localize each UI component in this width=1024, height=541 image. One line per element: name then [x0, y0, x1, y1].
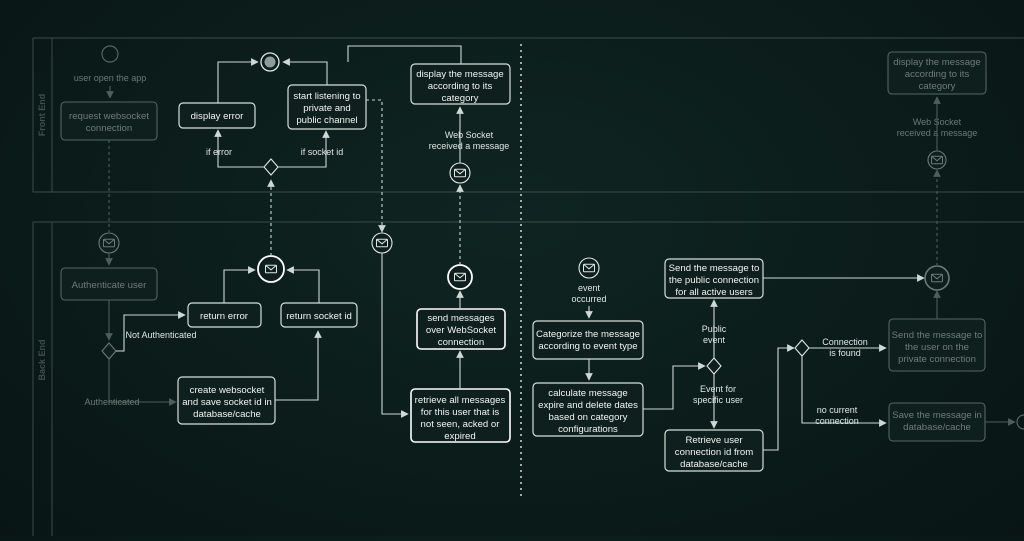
create-websocket-line2: and save socket id in	[182, 397, 272, 408]
send-public-line2: the public connection	[669, 275, 759, 286]
send-over-ws-line1: send messages	[427, 313, 494, 324]
decision-diamond-icon	[263, 158, 279, 176]
create-websocket-line3: database/cache	[193, 409, 261, 420]
request-websocket-line2: connection	[86, 123, 132, 134]
public-event-line2: event	[703, 335, 726, 345]
categorize-line2: according to event type	[538, 341, 637, 352]
conn-found-line2: is found	[829, 348, 861, 358]
no-conn-line2: connection	[815, 416, 859, 426]
end-circle-icon	[1016, 414, 1024, 430]
retrieve-conn-line1: Retrieve user	[685, 435, 743, 446]
calculate-line3: based on category	[549, 412, 628, 423]
start-listening-line1: start listening to	[293, 91, 360, 102]
save-message-line2: database/cache	[903, 422, 971, 433]
no-conn-line1: no current	[817, 405, 858, 415]
return-socket-id-label: return socket id	[286, 311, 352, 322]
send-over-ws-line2: over WebSocket	[426, 325, 497, 336]
display-message-node[interactable]	[410, 63, 511, 105]
ws-received-line1: Web Socket	[445, 130, 494, 140]
envelope-icon	[447, 264, 473, 290]
authenticate-user-label: Authenticate user	[72, 280, 147, 291]
display-message-line3: category	[442, 93, 479, 104]
user-open-app-label: user open the app	[74, 73, 147, 83]
start-listening-line3: public channel	[296, 115, 357, 126]
calculate-line1: calculate message	[548, 388, 627, 399]
return-error-label: return error	[200, 311, 249, 322]
send-public-line3: for all active users	[675, 287, 753, 298]
retrieve-all-line1: retrieve all messages	[415, 395, 506, 406]
save-message-line1: Save the message in	[892, 410, 982, 421]
decision-diamond-icon	[794, 339, 810, 357]
display-error-label: display error	[191, 111, 245, 122]
send-private-line3: private connection	[898, 354, 976, 365]
send-over-ws-line3: connection	[438, 337, 484, 348]
ws-received-line2: received a message	[429, 141, 510, 151]
send-over-websocket-node[interactable]	[416, 308, 506, 350]
start-circle-icon	[101, 45, 119, 63]
request-websocket-line1: request websocket	[69, 111, 149, 122]
event-occurred-line1: event	[578, 283, 601, 293]
if-error-label: if error	[206, 147, 232, 157]
conn-found-line1: Connection	[822, 337, 868, 347]
calculate-line2: expire and delete dates	[538, 400, 638, 411]
display-message-right-line3: category	[919, 81, 956, 92]
end-circle-icon	[260, 52, 280, 72]
envelope-icon	[578, 257, 600, 279]
if-socket-id-label: if socket id	[301, 147, 344, 157]
envelope-icon	[924, 265, 950, 291]
send-private-line2: the user on the	[905, 342, 969, 353]
decision-diamond-icon	[101, 342, 117, 360]
start-listening-line2: private and	[303, 103, 350, 114]
send-private-line1: Send the message to	[892, 330, 983, 341]
envelope-icon	[449, 162, 471, 184]
not-authenticated-label: Not Authenticated	[125, 330, 196, 340]
public-event-line1: Public	[702, 324, 727, 334]
display-message-line2: according to its	[428, 81, 493, 92]
display-message-right-line2: according to its	[905, 69, 970, 80]
envelope-icon	[98, 232, 120, 254]
display-message-right-line1: display the message	[893, 57, 980, 68]
display-error-node[interactable]	[178, 102, 256, 129]
lane-label-back-end: Back End	[37, 339, 47, 380]
event-specific-line1: Event for	[700, 384, 736, 394]
retrieve-all-line4: expired	[444, 431, 475, 442]
retrieve-all-line2: for this user that is	[421, 407, 500, 418]
retrieve-all-line3: not seen, acked or	[421, 419, 501, 430]
display-message-line1: display the message	[416, 69, 503, 80]
calculate-line4: configurations	[558, 424, 618, 435]
retrieve-conn-line2: connection id from	[675, 447, 753, 458]
categorize-message-node[interactable]	[532, 320, 644, 360]
lane-label-front-end: Front End	[37, 94, 47, 137]
retrieve-conn-line3: database/cache	[680, 459, 748, 470]
categorize-line1: Categorize the message	[536, 329, 640, 340]
event-specific-line2: specific user	[693, 395, 743, 405]
swimlanes: Front End Back End	[32, 37, 1024, 541]
envelope-icon	[257, 255, 285, 283]
create-websocket-line1: create websocket	[190, 385, 265, 396]
authenticated-label: Authenticated	[84, 397, 139, 407]
display-message-right-node[interactable]	[887, 51, 987, 95]
decision-diamond-icon	[706, 357, 722, 375]
envelope-icon	[927, 150, 947, 170]
send-public-line1: Send the message to	[669, 263, 760, 274]
envelope-icon	[371, 232, 393, 254]
event-occurred-line2: occurred	[571, 294, 606, 304]
